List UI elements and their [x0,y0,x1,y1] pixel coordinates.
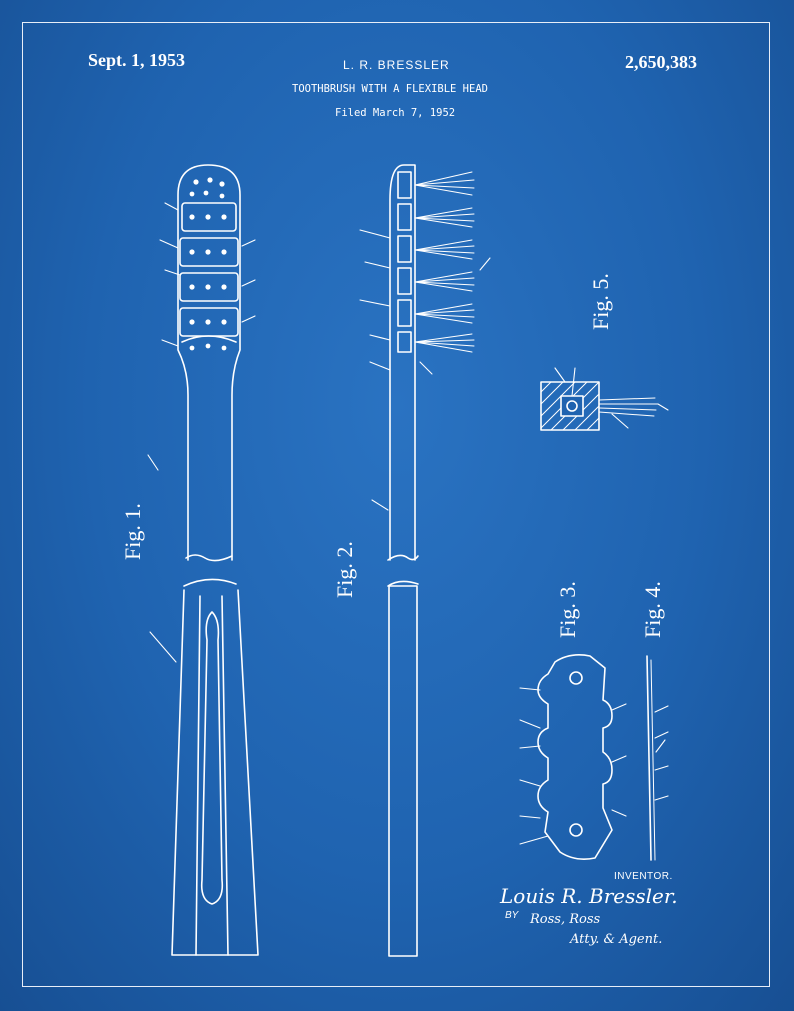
figure-4-drawing [646,655,669,861]
sheet-border [22,22,770,987]
patent-date: Sept. 1, 1953 [88,50,186,70]
fig-4-label: Fig. 4. [640,581,665,638]
inventor-name: L. R. BRESSLER [343,58,450,72]
by-label: BY [505,910,519,921]
inventor-signature: Louis R. Bressler. [500,884,678,908]
figure-3-drawing [519,654,627,860]
patent-number: 2,650,383 [625,52,697,72]
agent-signature: Atty. & Agent. [570,932,663,947]
fig-3-label: Fig. 3. [555,581,580,638]
fig-1-label: Fig. 1. [120,503,145,560]
inventor-label: INVENTOR. [614,871,673,882]
fig-2-label: Fig. 2. [332,541,357,598]
figure-5-drawing [540,367,669,431]
figure-1-drawing [147,164,259,956]
attorney-signature: Ross, Ross [530,912,601,927]
figure-2-drawing [359,164,491,957]
fig-5-label: Fig. 5. [588,273,613,330]
filing-date: Filed March 7, 1952 [335,107,456,119]
patent-title: TOOTHBRUSH WITH A FLEXIBLE HEAD [292,83,488,95]
